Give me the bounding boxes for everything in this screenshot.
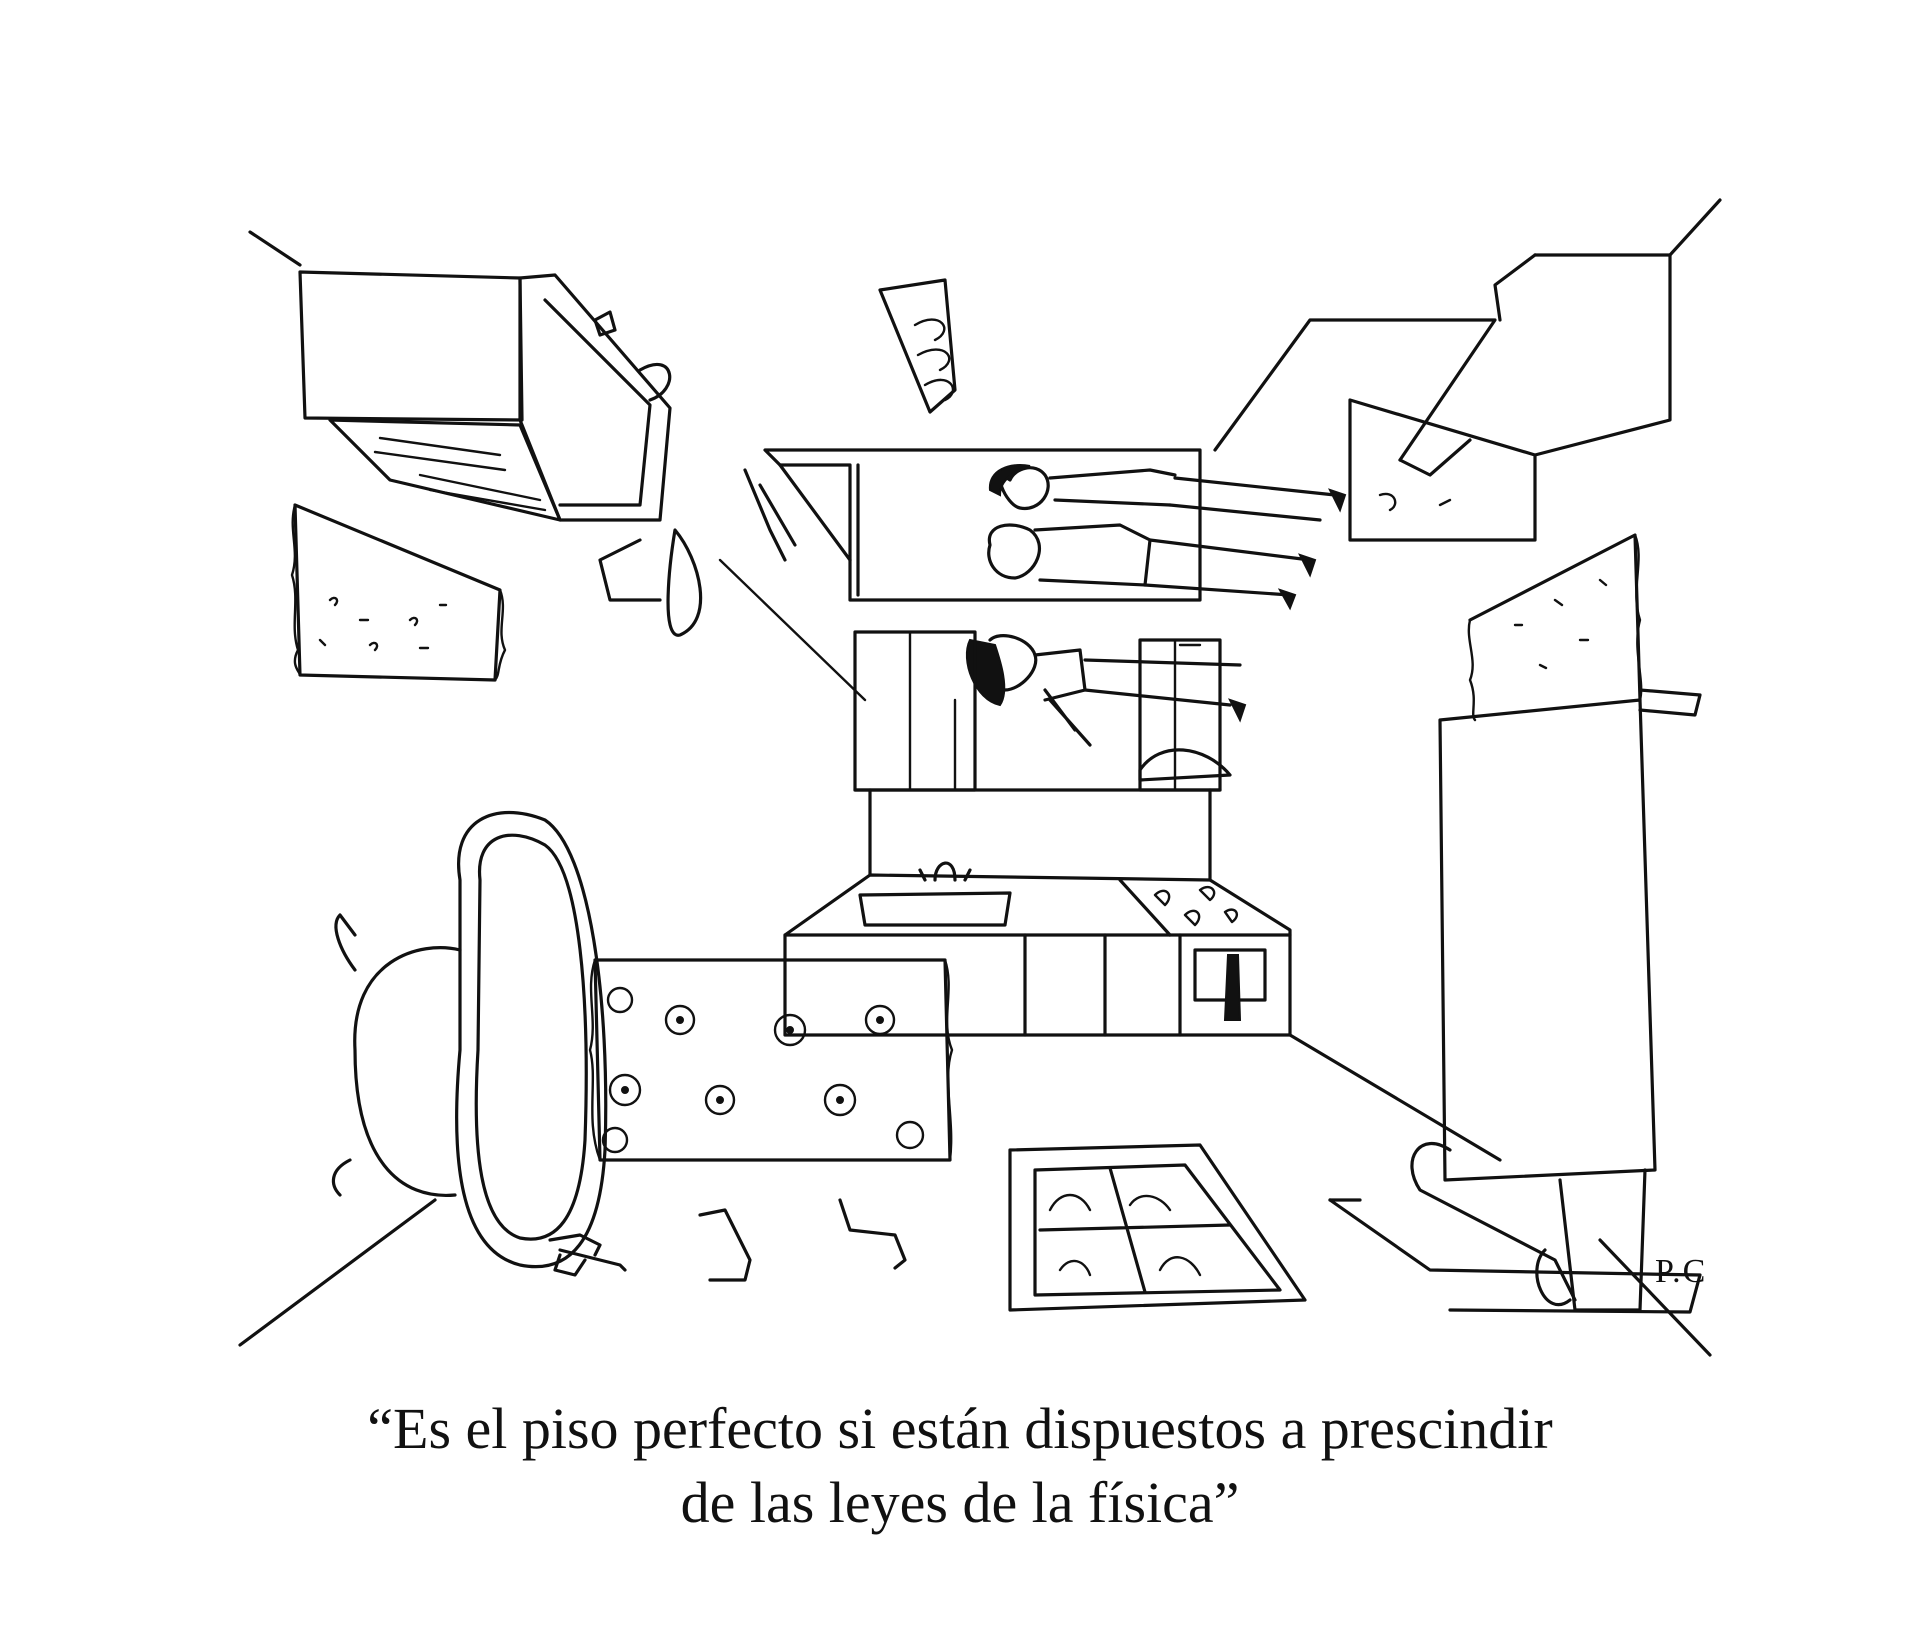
ceiling-cabinet-left — [300, 272, 670, 520]
ceiling-cabinet-right — [1215, 255, 1670, 540]
room-perspective-lines — [240, 200, 1720, 1355]
upside-down-person-3 — [967, 636, 1245, 745]
floor-window — [1010, 1145, 1305, 1310]
clawfoot-bathtub — [333, 813, 605, 1276]
coat-hook-rack — [880, 280, 955, 412]
ceiling-cabinet-center — [855, 632, 1230, 790]
window-left — [292, 505, 505, 680]
upside-down-refrigerator — [1330, 700, 1700, 1312]
ceiling-lamp — [600, 530, 701, 635]
upside-down-doorway — [745, 450, 1200, 600]
floor-faucets — [560, 1200, 905, 1280]
floral-rug — [590, 960, 952, 1160]
cartoon-caption-line-2: de las leyes de la física” — [680, 1470, 1240, 1535]
cartoon-caption-line-1: “Es el piso perfecto si están dispuestos… — [367, 1396, 1553, 1461]
kitchen-counter — [785, 790, 1290, 1035]
window-right — [1469, 535, 1700, 720]
artist-signature: P.C — [1655, 1253, 1708, 1290]
upside-down-person-1 — [990, 465, 1345, 520]
upside-down-person-2 — [989, 525, 1315, 608]
